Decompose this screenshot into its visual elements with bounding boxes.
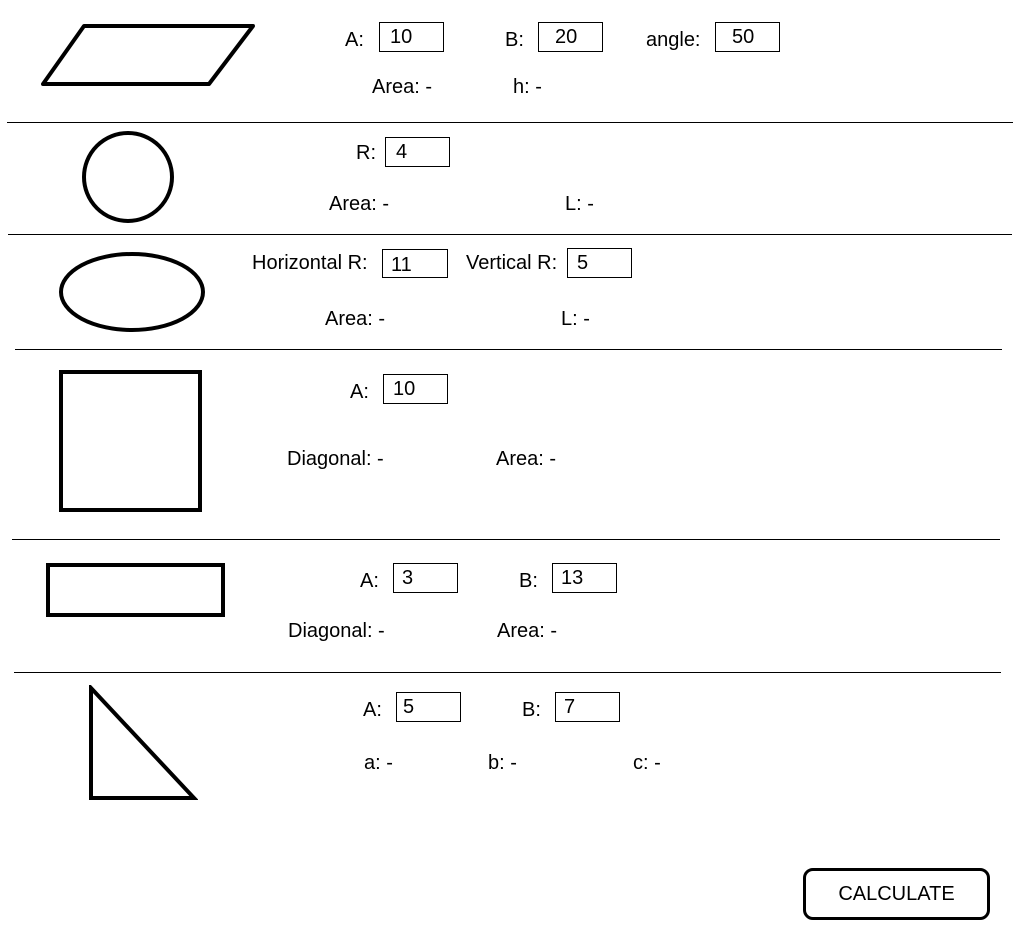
triangle-b-result: b: -	[488, 752, 517, 774]
rectangle-b-label: B:	[519, 570, 538, 592]
rectangle-b-input[interactable]	[552, 563, 617, 593]
parallelogram-angle-label: angle:	[646, 29, 701, 51]
triangle-c-result: c: -	[633, 752, 661, 774]
ellipse-vr-label: Vertical R:	[466, 252, 558, 274]
circle-r-input[interactable]	[385, 137, 450, 167]
square-diagonal-result: Diagonal: -	[287, 448, 384, 470]
triangle-b-input[interactable]	[555, 692, 620, 722]
square-a-input[interactable]	[383, 374, 448, 404]
parallelogram-b-input[interactable]	[538, 22, 603, 52]
section-divider	[15, 349, 1002, 350]
section-divider	[7, 122, 1013, 123]
section-divider	[12, 539, 1000, 540]
circle-area-result: Area: -	[329, 193, 390, 215]
parallelogram-h-result: h: -	[513, 76, 542, 98]
square-a-label: A:	[350, 381, 369, 403]
rectangle-diagonal-result: Diagonal: -	[288, 620, 385, 642]
square-icon	[59, 370, 202, 512]
ellipse-hr-label: Horizontal R:	[252, 252, 368, 274]
circle-l-result: L: -	[565, 193, 594, 215]
triangle-a-result: a: -	[364, 752, 393, 774]
rectangle-area-result: Area: -	[497, 620, 558, 642]
triangle-a-input[interactable]	[396, 692, 461, 722]
ellipse-vr-input[interactable]	[567, 248, 632, 278]
section-divider	[8, 234, 1012, 235]
parallelogram-a-input[interactable]	[379, 22, 444, 52]
calculate-button[interactable]: CALCULATE	[803, 868, 990, 920]
triangle-a-label: A:	[363, 699, 382, 721]
rectangle-a-input[interactable]	[393, 563, 458, 593]
circle-r-label: R:	[356, 142, 376, 164]
parallelogram-b-label: B:	[505, 29, 524, 51]
rectangle-icon	[46, 563, 225, 617]
right-triangle-icon	[89, 685, 198, 800]
triangle-b-label: B:	[522, 699, 541, 721]
ellipse-l-result: L: -	[561, 308, 590, 330]
circle-icon	[82, 131, 174, 223]
ellipse-area-result: Area: -	[325, 308, 386, 330]
ellipse-hr-input[interactable]	[382, 249, 448, 278]
parallelogram-a-label: A:	[345, 29, 364, 51]
parallelogram-angle-input[interactable]	[715, 22, 780, 52]
rectangle-a-label: A:	[360, 570, 379, 592]
parallelogram-area-result: Area: -	[372, 76, 433, 98]
section-divider	[14, 672, 1001, 673]
ellipse-icon	[59, 252, 205, 332]
parallelogram-icon	[41, 24, 255, 86]
square-area-result: Area: -	[496, 448, 557, 470]
